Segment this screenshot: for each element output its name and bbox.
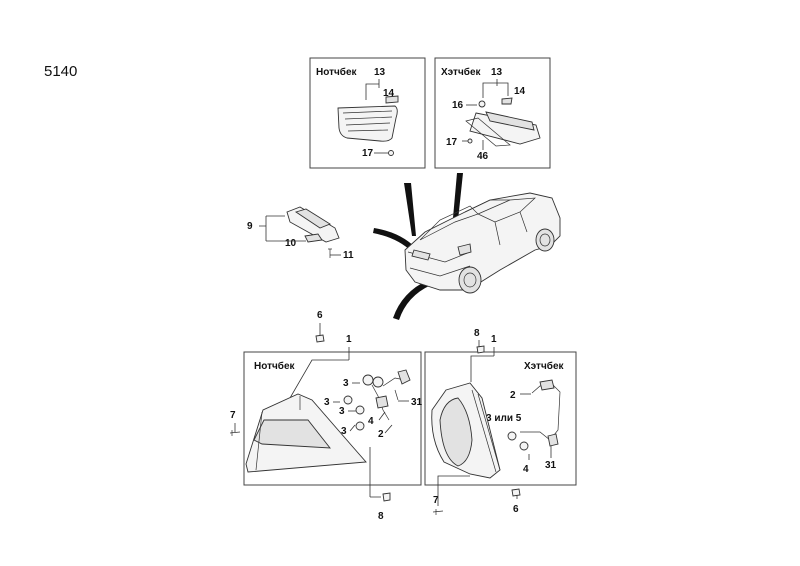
callout-3a: 3 <box>343 378 349 389</box>
page-number: 5140 <box>44 63 77 80</box>
callout-14: 14 <box>383 88 395 99</box>
callout-14: 14 <box>514 86 526 97</box>
high-mount-lamp-hatch-box: Хэтчбек 13 14 16 17 46 <box>434 57 551 169</box>
callout-1: 1 <box>346 334 352 345</box>
bulb-sockets-sedan <box>343 369 411 431</box>
callout-9: 9 <box>247 221 253 232</box>
callout-7: 7 <box>433 495 439 506</box>
clip-16 <box>478 100 486 108</box>
callout-4: 4 <box>368 416 374 427</box>
screw-17 <box>467 138 473 144</box>
high-mount-lamp-sedan-box: Нотчбек 13 14 17 <box>309 57 426 169</box>
callout-3d: 3 <box>341 426 347 437</box>
nut-6 <box>511 488 521 497</box>
bulb-14 <box>385 95 399 104</box>
tail-lamp-hatch-box: Хэтчбек 8 1 2 3 или 5 4 31 7 6 <box>424 328 577 515</box>
callout-2: 2 <box>378 429 384 440</box>
tail-lamp-sedan <box>245 393 367 473</box>
bulb-14 <box>501 97 513 105</box>
bulb-harness-hatch <box>507 379 561 451</box>
callout-8: 8 <box>474 328 480 339</box>
license-lamp-lens <box>304 233 323 243</box>
box-title-sedan: Нотчбек <box>254 360 296 372</box>
screw-7 <box>229 430 241 436</box>
callout-31: 31 <box>545 460 557 471</box>
license-plate-lamp <box>286 206 340 243</box>
tail-lamp-hatch <box>431 382 501 479</box>
box-title-hatch: Хэтчбек <box>441 66 482 78</box>
callout-7: 7 <box>230 410 236 421</box>
callout-16: 16 <box>452 100 464 111</box>
callout-17: 17 <box>446 137 458 148</box>
nut-6 <box>315 334 325 343</box>
callout-1: 1 <box>491 334 497 345</box>
box-title-sedan: Нотчбек <box>316 66 358 78</box>
license-plate-lamp-group: 9 10 11 <box>247 206 354 261</box>
callout-3b: 3 <box>324 397 330 408</box>
box-title-hatch: Хэтчбек <box>524 360 565 372</box>
callout-13: 13 <box>491 67 503 78</box>
callout-6: 6 <box>317 310 323 321</box>
clip-8 <box>476 345 485 354</box>
callout-46: 46 <box>477 151 489 162</box>
screw-11 <box>328 248 332 258</box>
callout-8: 8 <box>378 511 384 522</box>
callout-2: 2 <box>510 390 516 401</box>
callout-11: 11 <box>343 250 354 261</box>
high-mount-stop-lamp-hatch <box>465 111 541 147</box>
callout-13: 13 <box>374 67 386 78</box>
clip-8 <box>382 492 391 502</box>
screw-17 <box>388 150 394 156</box>
high-mount-stop-lamp <box>337 105 398 142</box>
screw-7 <box>432 509 444 515</box>
callout-3c: 3 <box>339 406 345 417</box>
pointer-to-license-lamp <box>373 228 416 252</box>
callout-31: 31 <box>411 397 423 408</box>
pointer-to-high-mount-sedan <box>404 183 416 236</box>
pointer-to-taillamp <box>393 280 431 320</box>
callout-10: 10 <box>285 238 297 249</box>
car-illustration <box>373 173 561 320</box>
callout-6: 6 <box>513 504 519 515</box>
callout-17: 17 <box>362 148 374 159</box>
callout-3-or-5: 3 или 5 <box>486 413 522 424</box>
pointer-to-high-mount-hatch <box>452 173 463 230</box>
tail-lamp-sedan-box: Нотчбек 6 1 7 8 3 3 3 3 31 4 2 <box>229 310 423 522</box>
callout-4: 4 <box>523 464 529 475</box>
